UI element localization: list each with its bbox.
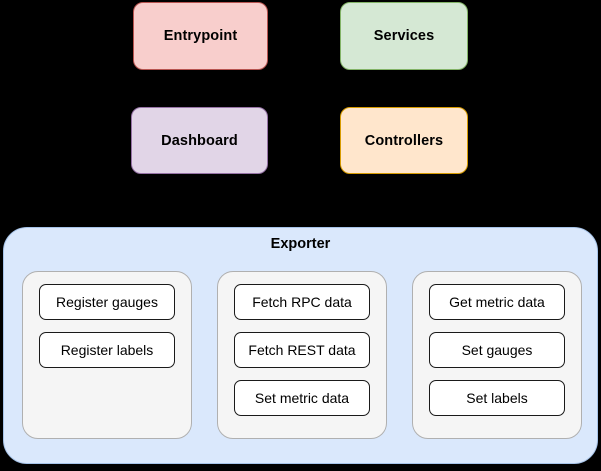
exporter-title: Exporter xyxy=(270,236,331,252)
exporter-container[interactable]: Exporter Register gauges Register labels… xyxy=(3,227,598,464)
step-box[interactable]: Fetch RPC data xyxy=(234,284,370,320)
component-box-entrypoint[interactable]: Entrypoint xyxy=(133,2,268,70)
component-label-entrypoint: Entrypoint xyxy=(163,28,238,44)
component-label-dashboard: Dashboard xyxy=(161,132,238,149)
step-box[interactable]: Set metric data xyxy=(234,380,370,416)
component-box-services[interactable]: Services xyxy=(340,2,468,70)
step-box[interactable]: Register labels xyxy=(39,332,175,368)
step-box[interactable]: Register gauges xyxy=(39,284,175,320)
step-box[interactable]: Set labels xyxy=(429,380,565,416)
stage-group-1[interactable]: Register gauges Register labels xyxy=(22,271,192,439)
component-box-dashboard[interactable]: Dashboard xyxy=(131,107,268,174)
step-box[interactable]: Set gauges xyxy=(429,332,565,368)
component-box-controllers[interactable]: Controllers xyxy=(340,107,468,174)
stage-group-3[interactable]: Get metric data Set gauges Set labels xyxy=(412,271,582,439)
component-label-services: Services xyxy=(373,28,435,44)
stage-group-2[interactable]: Fetch RPC data Fetch REST data Set metri… xyxy=(217,271,387,439)
step-box[interactable]: Fetch REST data xyxy=(234,332,370,368)
step-box[interactable]: Get metric data xyxy=(429,284,565,320)
component-label-controllers: Controllers xyxy=(364,132,444,149)
